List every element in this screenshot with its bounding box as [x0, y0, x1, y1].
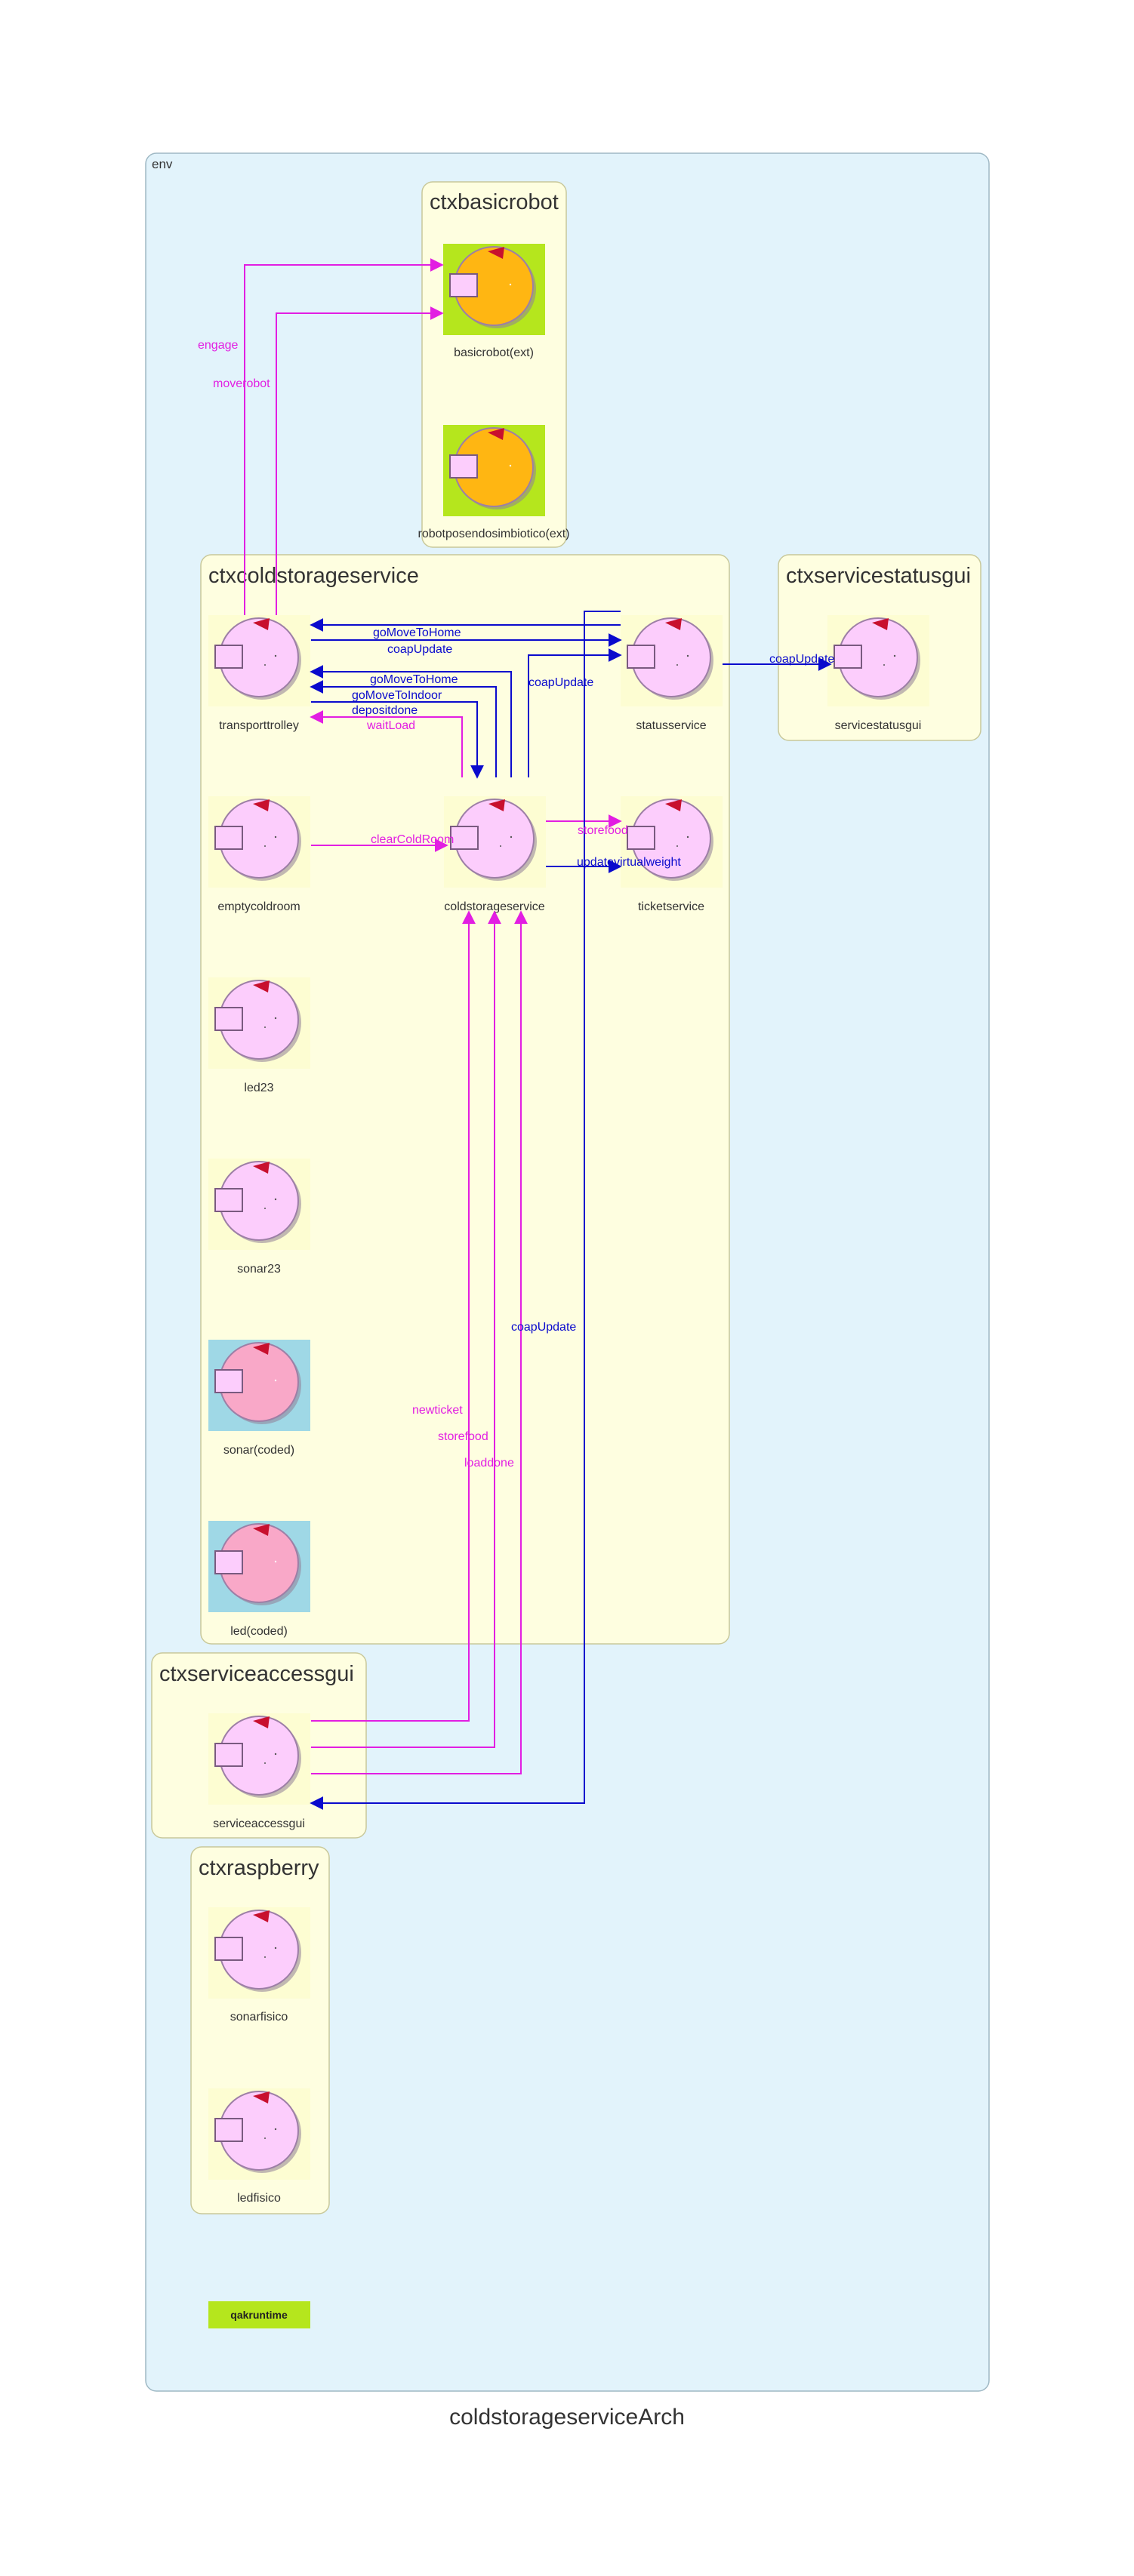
context-ctxcoldstorageservice: ctxcoldstorageservice	[200, 554, 730, 1645]
actor-ledfisico: ledfisico	[208, 2088, 310, 2205]
actor-sonar-coded: sonar(coded)	[208, 1340, 310, 1457]
context-title: ctxbasicrobot	[430, 190, 559, 214]
edge-storefood-access	[311, 910, 501, 1748]
edge-gomovetohome-cs	[310, 665, 512, 777]
actor-sonar23: sonar23	[208, 1159, 310, 1276]
actor-coldstorageservice: coldstorageservice	[444, 796, 546, 913]
edge-moverobot	[276, 306, 444, 615]
edge-label-coapupdate: coapUpdate	[511, 1321, 576, 1334]
edge-label-gomovetohome: goMoveToHome	[370, 673, 458, 686]
edge-label-coapupdate: coapUpdate	[528, 676, 593, 689]
actor-label: basicrobot(ext)	[454, 346, 534, 359]
actor-label: robotposendosimbiotico(ext)	[418, 528, 570, 540]
actor-sonarfisico: sonarfisico	[208, 1907, 310, 2024]
actor-servicestatusgui: servicestatusgui	[827, 615, 929, 732]
qakruntime-badge: qakruntime	[208, 2301, 310, 2328]
actor-label: servicestatusgui	[835, 719, 922, 732]
edge-label-newticket: newticket	[412, 1404, 463, 1417]
actor-led23: led23	[208, 977, 310, 1094]
actor-label: ticketservice	[638, 900, 704, 913]
edge-label-storefood: storefood	[438, 1430, 488, 1443]
edge-label-clearcoldroom: clearColdRoom	[371, 833, 454, 846]
edge-gomovetoindoor	[310, 680, 497, 777]
actor-label: sonar(coded)	[223, 1444, 294, 1457]
edge-label-waitload: waitLoad	[366, 719, 415, 732]
actor-label: led(coded)	[230, 1625, 288, 1638]
actor-led-coded: led(coded)	[208, 1521, 310, 1638]
edge-labels: engage moverobot goMoveToHome coapUpdate…	[198, 339, 834, 1470]
diagram-title: coldstorageserviceArch	[449, 2405, 685, 2430]
actor-label: serviceaccessgui	[213, 1817, 305, 1830]
edge-label-engage: engage	[198, 339, 238, 352]
actor-transporttrolley: transporttrolley	[208, 615, 310, 732]
badge-label: qakruntime	[230, 2309, 288, 2321]
actor-serviceaccessgui: serviceaccessgui	[208, 1713, 310, 1830]
message-edges	[244, 258, 832, 1810]
actor-label: led23	[244, 1082, 273, 1094]
edge-depositdone	[311, 701, 484, 779]
edge-label-coapupdate: coapUpdate	[387, 643, 452, 656]
actor-emptycoldroom: emptycoldroom	[208, 796, 310, 913]
actor-ticketservice: ticketservice	[621, 796, 723, 913]
context-title: ctxserviceaccessgui	[159, 1662, 354, 1686]
actor-label: sonarfisico	[230, 2011, 288, 2024]
edge-label-updatevirtualweight: updatevirtualweight	[577, 856, 681, 869]
actor-label: sonar23	[237, 1263, 281, 1276]
edge-label-coapupdate: coapUpdate	[769, 653, 834, 666]
edge-engage	[244, 258, 444, 615]
env-label: env	[152, 157, 173, 171]
actor-label: coldstorageservice	[444, 900, 545, 913]
actor-robotposendosimbiotico: robotposendosimbiotico(ext)	[418, 425, 570, 540]
actor-statusservice: statusservice	[621, 615, 723, 732]
edge-waitload	[310, 710, 463, 777]
context-title: ctxraspberry	[199, 1856, 319, 1880]
edge-loaddone	[311, 910, 528, 1774]
edge-label-storefood: storefood	[578, 824, 628, 837]
context-title: ctxservicestatusgui	[786, 564, 971, 588]
actor-label: ledfisico	[237, 2192, 281, 2205]
context-title: ctxcoldstorageservice	[208, 564, 419, 588]
actor-label: statusservice	[636, 719, 706, 732]
edge-label-gomovetoindoor: goMoveToIndoor	[352, 689, 442, 702]
actor-label: transporttrolley	[219, 719, 299, 732]
edge-label-depositdone: depositdone	[352, 704, 418, 717]
edge-coapupdate-cs	[528, 648, 622, 777]
edge-label-moverobot: moverobot	[213, 377, 270, 390]
edge-coapupdate-access	[310, 611, 621, 1810]
edge-label-loaddone: loaddone	[464, 1457, 514, 1470]
actor-label: emptycoldroom	[217, 900, 300, 913]
actor-basicrobot: basicrobot(ext)	[443, 244, 545, 359]
edge-newticket	[311, 910, 476, 1722]
edge-label-gomovetohome: goMoveToHome	[373, 626, 461, 639]
